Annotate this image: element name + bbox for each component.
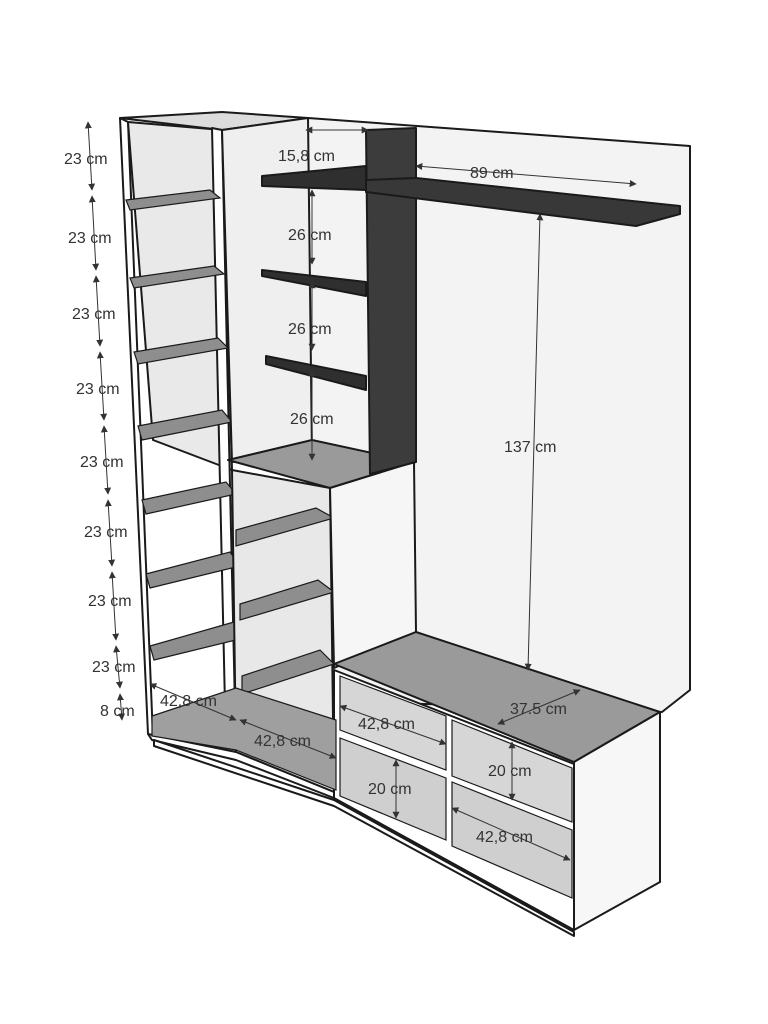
other-dimensions <box>149 126 637 861</box>
cube-height-label-1: 20 cm <box>368 781 412 798</box>
height-label-3: 23 cm <box>72 306 116 323</box>
height-label-5: 23 cm <box>80 454 124 471</box>
cube-width-label-2: 42,8 cm <box>254 733 311 750</box>
height-label-9: 8 cm <box>100 703 135 720</box>
left-height-dimensions <box>84 121 126 721</box>
width-label-upper: 89 cm <box>470 165 514 182</box>
left-column <box>119 111 309 753</box>
cube-height-label-2: 20 cm <box>488 763 532 780</box>
depth-label-bench: 37.5 cm <box>510 701 567 718</box>
gap-label-2: 26 cm <box>288 321 332 338</box>
height-label-7: 23 cm <box>88 593 132 610</box>
height-label-8: 23 cm <box>92 659 136 676</box>
cube-width-label-4: 42,8 cm <box>476 829 533 846</box>
height-label-1: 23 cm <box>64 151 108 168</box>
height-label-2: 23 cm <box>68 230 112 247</box>
gap-label-1: 26 cm <box>288 227 332 244</box>
height-label-137: 137 cm <box>504 439 556 456</box>
cube-width-label-1: 42,8 cm <box>160 693 217 710</box>
dark-divider <box>365 127 417 475</box>
gap-label-3: 26 cm <box>290 411 334 428</box>
depth-label-top: 15,8 cm <box>278 148 335 165</box>
cube-width-label-3: 42,8 cm <box>358 716 415 733</box>
middle-column <box>221 117 417 793</box>
dimension-labels: 23 cm 23 cm 23 cm 23 cm 23 cm 23 cm 23 c… <box>64 148 567 846</box>
height-label-4: 23 cm <box>76 381 120 398</box>
height-label-6: 23 cm <box>84 524 128 541</box>
